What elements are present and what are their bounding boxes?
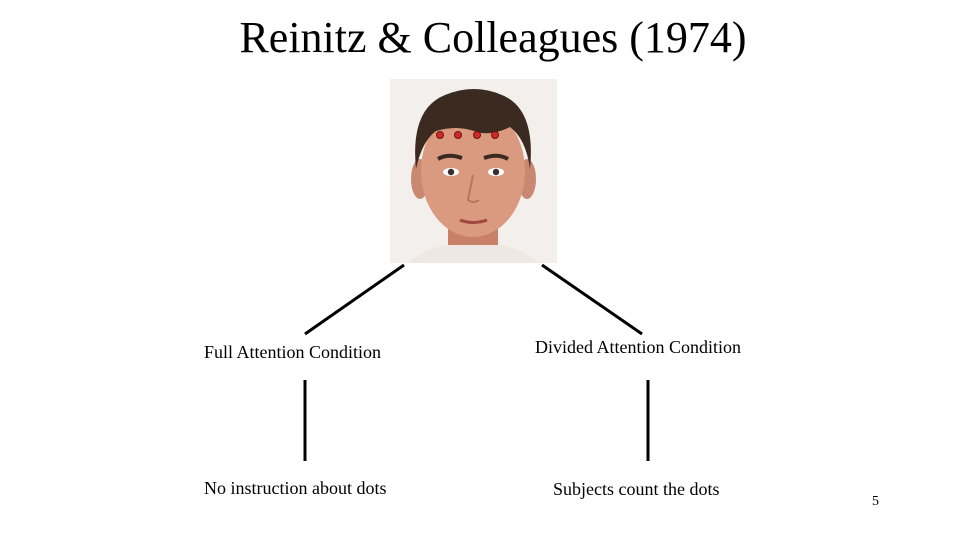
connector-left-diagonal xyxy=(304,263,405,336)
divided-attention-label: Divided Attention Condition xyxy=(535,337,741,357)
full-attention-label: Full Attention Condition xyxy=(204,342,382,362)
face-photo xyxy=(390,79,557,263)
no-instruction-label: No instruction about dots xyxy=(204,478,387,498)
count-dots-label: Subjects count the dots xyxy=(553,479,720,499)
connector-right-diagonal xyxy=(541,263,643,336)
dot xyxy=(454,131,462,139)
slide-title: Reinitz & Colleagues (1974) xyxy=(239,13,747,62)
dot xyxy=(491,131,499,139)
dot xyxy=(436,131,444,139)
dot xyxy=(473,131,481,139)
slide-number: 5 xyxy=(872,494,879,509)
